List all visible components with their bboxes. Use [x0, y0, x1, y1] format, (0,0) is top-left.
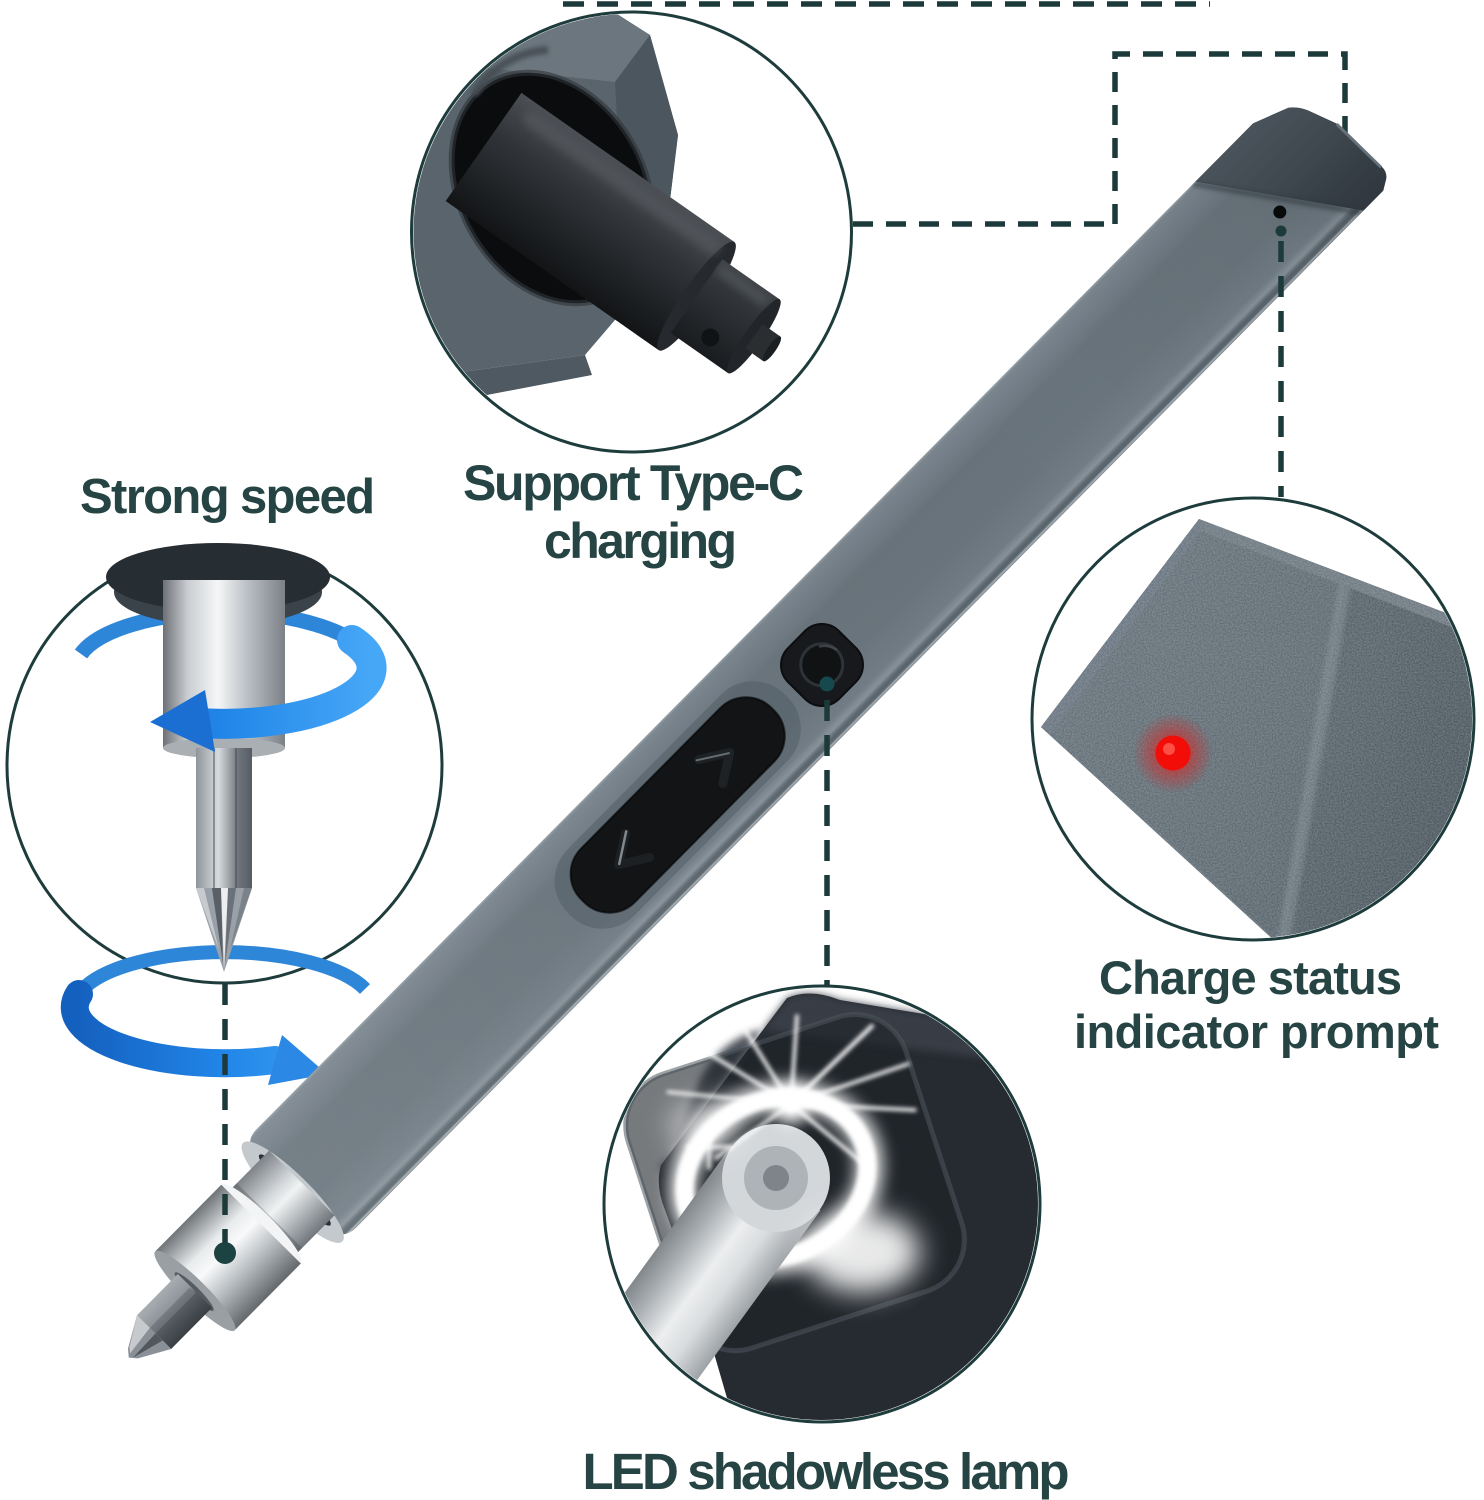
svg-text:Charge status: Charge status	[1099, 951, 1402, 1004]
svg-text:indicator prompt: indicator prompt	[1074, 1005, 1439, 1058]
svg-text:Strong speed: Strong speed	[80, 470, 375, 524]
svg-text:LED shadowless lamp: LED shadowless lamp	[583, 1443, 1070, 1500]
svg-text:charging: charging	[544, 513, 737, 569]
svg-text:Support Type-C: Support Type-C	[463, 455, 804, 511]
